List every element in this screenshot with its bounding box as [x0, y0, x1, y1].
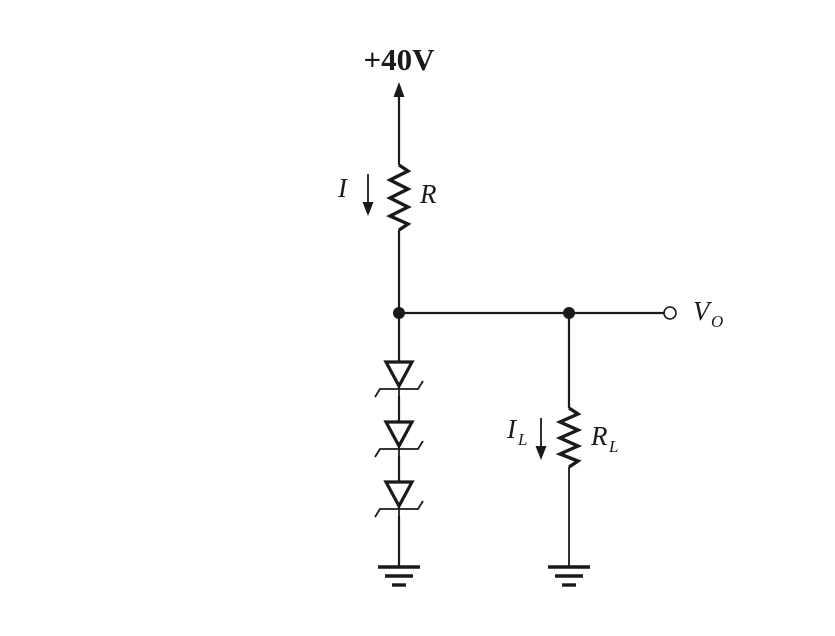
output-voltage-subscript: O [711, 312, 723, 331]
resistor-r [386, 163, 412, 232]
current-i-arrow-icon [362, 174, 374, 216]
zener-diode-3 [374, 480, 424, 518]
output-terminal [663, 306, 677, 320]
ground-icon [548, 565, 590, 587]
load-resistor-label: R [590, 421, 608, 451]
load-resistor-subscript: L [608, 437, 618, 456]
ground-icon [378, 565, 420, 587]
supply-voltage-label: +40V [363, 42, 435, 77]
supply-arrow-icon [393, 82, 405, 165]
current-il-label: I [506, 414, 518, 444]
output-voltage-label: V [693, 296, 713, 326]
current-il-arrow-icon [535, 418, 547, 460]
current-il-subscript: L [517, 430, 527, 449]
load-resistor-rl [555, 406, 583, 469]
current-i-label: I [337, 173, 349, 203]
resistor-r-label: R [419, 179, 437, 209]
zener-diode-2 [374, 420, 424, 458]
zener-diode-1 [374, 360, 424, 398]
